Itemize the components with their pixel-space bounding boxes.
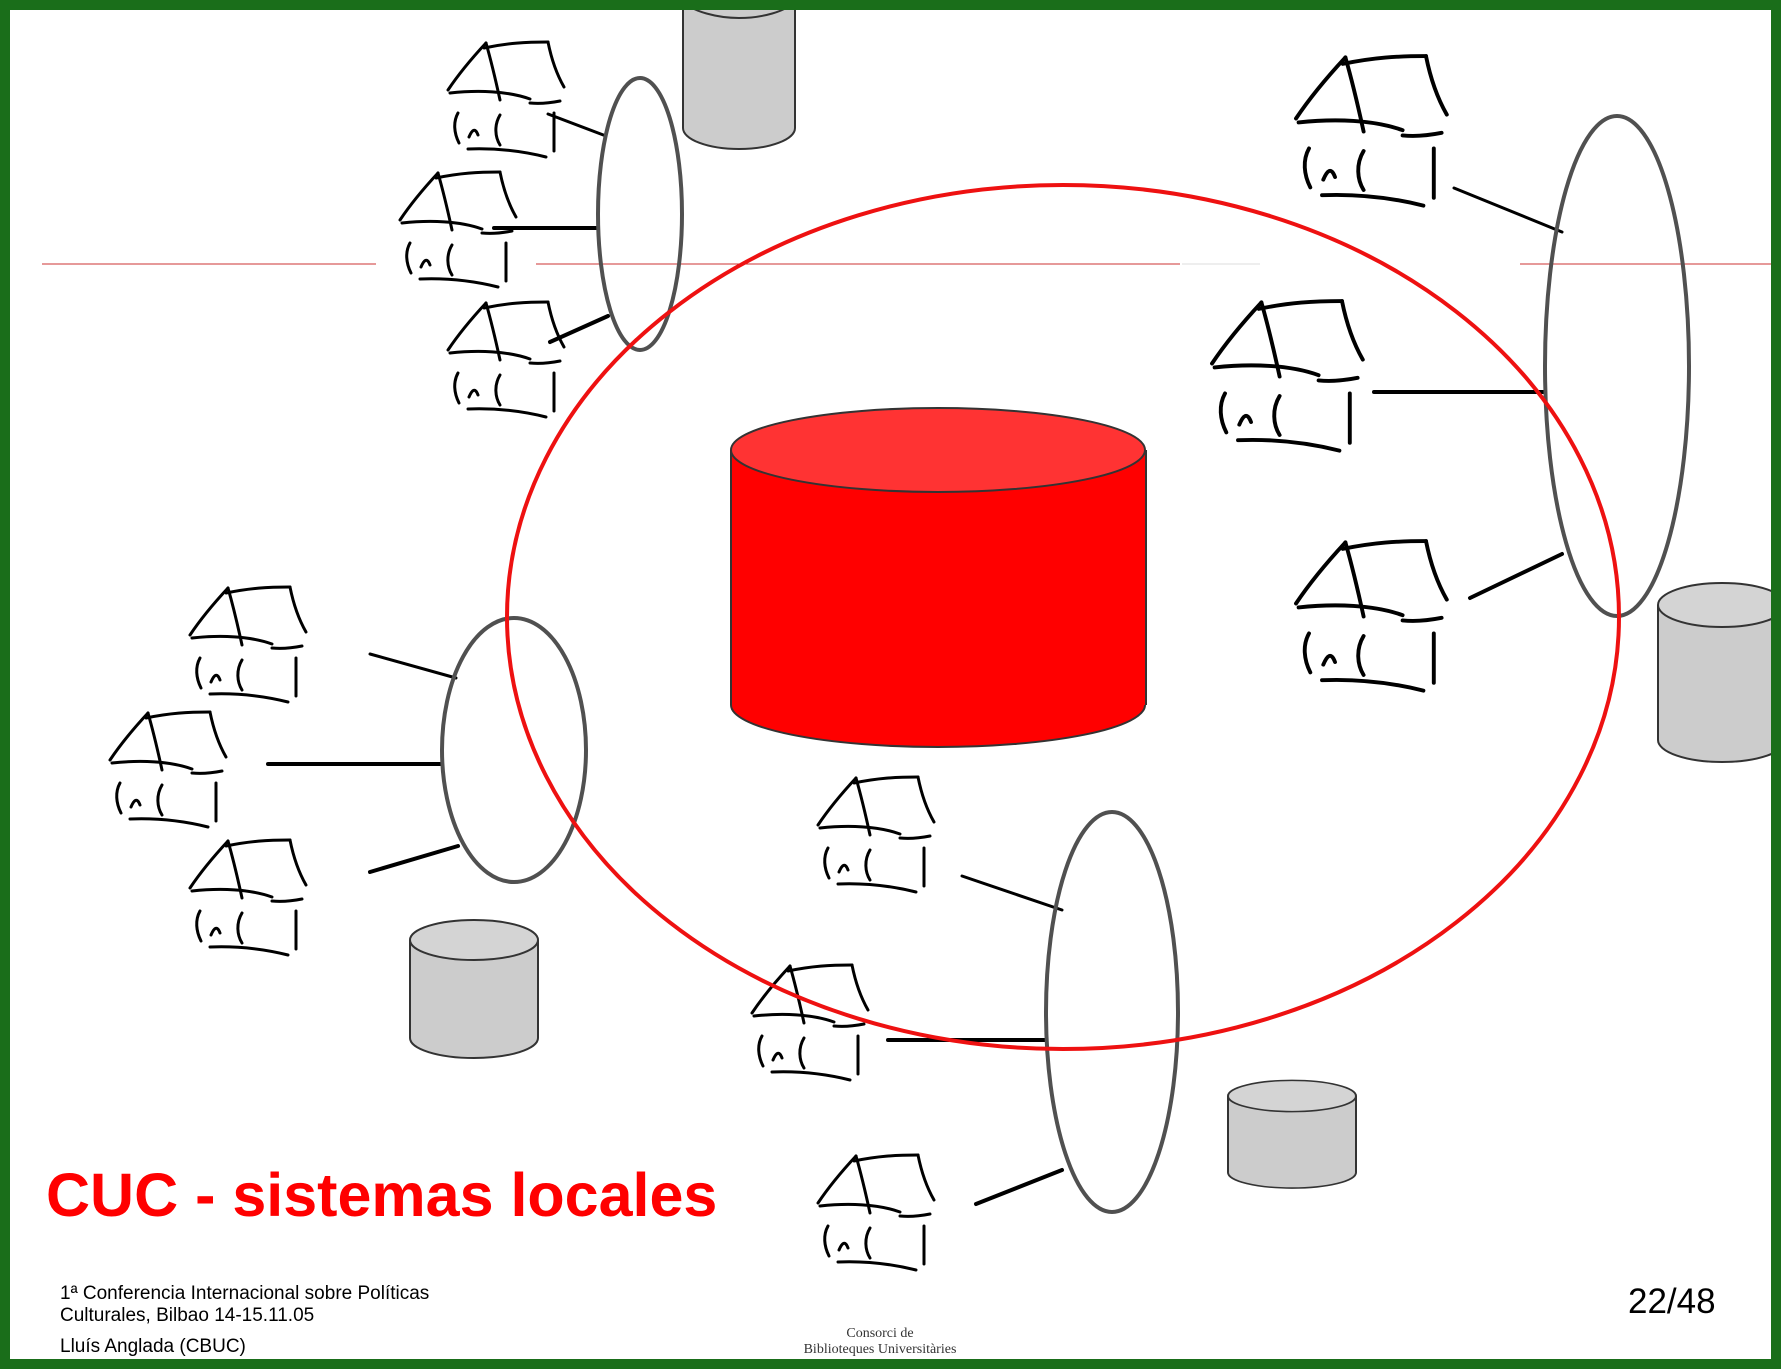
library-sketch-icon bbox=[446, 300, 566, 419]
library-cluster-left bbox=[108, 585, 308, 957]
slide-title: CUC - sistemas locales bbox=[46, 1161, 718, 1229]
consortium-logo: Consorci de Biblioteques Universitàries bbox=[780, 1326, 980, 1358]
local-database-right bbox=[1657, 582, 1781, 763]
local-database-top bbox=[682, 0, 796, 150]
footer-author: Lluís Anglada (CBUC) bbox=[60, 1336, 246, 1357]
local-database-bottom bbox=[1227, 1079, 1357, 1190]
library-sketch-icon bbox=[1210, 299, 1365, 453]
library-sketch-icon bbox=[188, 585, 308, 704]
library-sketch-icon bbox=[446, 40, 566, 159]
library-sketch-icon bbox=[1294, 54, 1449, 208]
local-ring-bottom bbox=[1044, 810, 1180, 1214]
union-catalogue-ring bbox=[505, 183, 1621, 1051]
library-sketch-icon bbox=[108, 710, 228, 829]
local-database-left bbox=[409, 919, 539, 1059]
library-cluster-bottom bbox=[750, 775, 936, 1272]
library-sketch-icon bbox=[1294, 539, 1449, 693]
footer-conference-line1: 1ª Conferencia Internacional sobre Polít… bbox=[60, 1283, 430, 1304]
consortium-logo-line1: Consorci de bbox=[846, 1326, 914, 1341]
library-sketch-icon bbox=[816, 775, 936, 894]
slide-page-number: 22/48 bbox=[1628, 1282, 1716, 1321]
library-cluster-right bbox=[1210, 54, 1449, 693]
central-database bbox=[730, 407, 1147, 748]
local-ring-left bbox=[440, 616, 588, 884]
library-sketch-icon bbox=[188, 838, 308, 957]
connection-lines bbox=[266, 112, 1564, 1206]
library-sketch-icon bbox=[816, 1153, 936, 1272]
local-ring-top-left bbox=[596, 76, 684, 352]
local-ring-right bbox=[1543, 114, 1691, 618]
footer-conference-line2: Culturales, Bilbao 14-15.11.05 bbox=[60, 1305, 315, 1326]
consortium-logo-line2: Biblioteques Universitàries bbox=[803, 1342, 957, 1357]
